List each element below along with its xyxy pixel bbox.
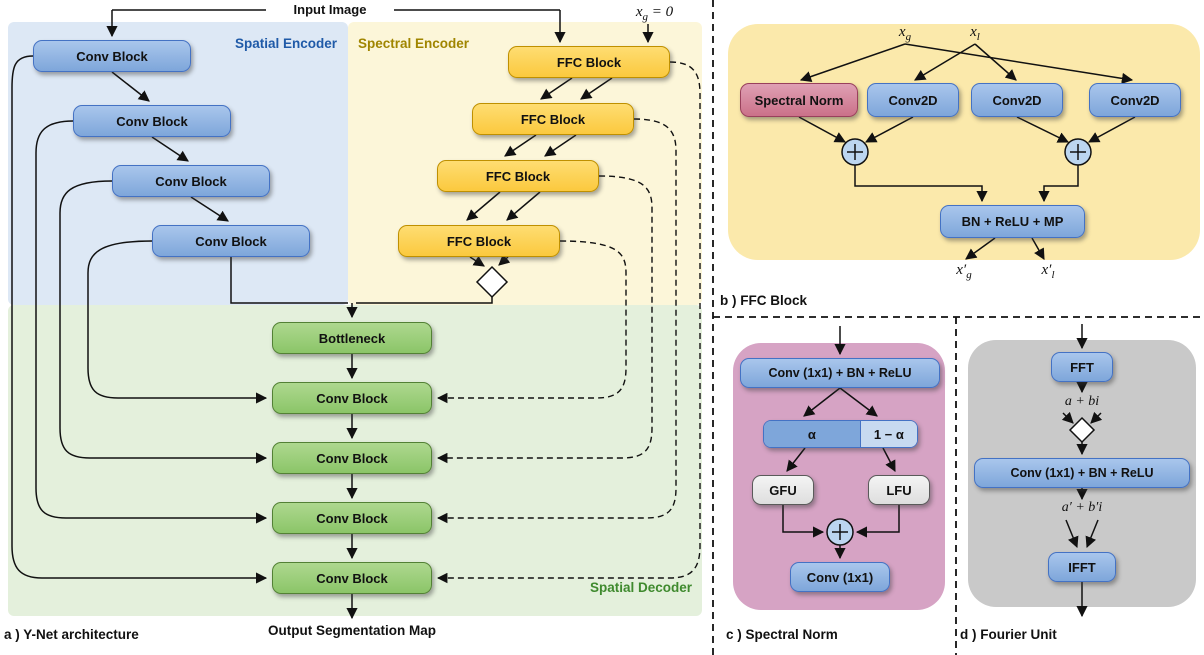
conv2d-block-1: Conv2D <box>867 83 959 117</box>
caption-spectral-norm: c ) Spectral Norm <box>726 627 838 642</box>
conv2d-block-2: Conv2D <box>971 83 1063 117</box>
decoder-conv-block-2: Conv Block <box>272 442 432 474</box>
one-minus-alpha-segment: 1 − α <box>859 421 917 447</box>
ffc-output-xg: x′g <box>942 262 986 281</box>
spatial-conv-block-3: Conv Block <box>112 165 270 197</box>
caption-fourier-unit: d ) Fourier Unit <box>960 627 1057 642</box>
spatial-conv-block-4: Conv Block <box>152 225 310 257</box>
lfu-block: LFU <box>868 475 930 505</box>
spectral-encoder-title: Spectral Encoder <box>358 36 470 51</box>
bottleneck-block: Bottleneck <box>272 322 432 354</box>
conv2d-block-3: Conv2D <box>1089 83 1181 117</box>
xg-zero-base: x <box>635 4 643 20</box>
ffc-input-xl-sub: l <box>976 31 980 43</box>
ffc-block-2: FFC Block <box>472 103 634 135</box>
xg-zero-rest: = 0 <box>648 4 674 20</box>
caption-ynet: a ) Y-Net architecture <box>4 627 139 642</box>
ffc-output-xl: x′l <box>1026 262 1070 281</box>
spectral-norm-block: Spectral Norm <box>740 83 858 117</box>
spatial-conv-block-1: Conv Block <box>33 40 191 72</box>
ffc-input-xg: xg <box>885 24 925 43</box>
fft-block: FFT <box>1051 352 1113 382</box>
ffc-output-xg-sub: g <box>966 269 972 281</box>
spatial-encoder-title: Spatial Encoder <box>234 36 337 51</box>
xg-zero-sub: g <box>642 11 649 23</box>
ffc-output-xg-base: x′ <box>956 262 967 278</box>
sn-conv1x1-block: Conv (1x1) <box>790 562 890 592</box>
gfu-block: GFU <box>752 475 814 505</box>
ffc-output-xl-sub: l <box>1051 269 1055 281</box>
complex-out-label: a′ + b′i <box>1061 500 1103 515</box>
ffc-block-4: FFC Block <box>398 225 560 257</box>
fu-conv-bn-relu-block: Conv (1x1) + BN + ReLU <box>974 458 1190 488</box>
alpha-segment: α <box>764 421 860 447</box>
ffc-input-xl-base: x <box>970 24 977 40</box>
ffc-input-xg-base: x <box>898 24 906 40</box>
spatial-decoder-title: Spatial Decoder <box>589 580 692 595</box>
spatial-conv-block-2: Conv Block <box>73 105 231 137</box>
sn-conv-bn-relu-block: Conv (1x1) + BN + ReLU <box>740 358 940 388</box>
xg-zero-label: xg = 0 <box>612 4 697 23</box>
ffc-input-xl: xl <box>955 24 995 43</box>
ffc-input-xg-sub: g <box>905 31 912 43</box>
ifft-block: IFFT <box>1048 552 1116 582</box>
decoder-conv-block-4: Conv Block <box>272 562 432 594</box>
bn-relu-mp-block: BN + ReLU + MP <box>940 205 1085 238</box>
decoder-conv-block-1: Conv Block <box>272 382 432 414</box>
caption-ffc-block: b ) FFC Block <box>720 293 807 308</box>
complex-in-label: a + bi <box>1064 394 1100 409</box>
ffc-block-1: FFC Block <box>508 46 670 78</box>
output-segmentation-label: Output Segmentation Map <box>268 623 436 638</box>
decoder-conv-block-3: Conv Block <box>272 502 432 534</box>
alpha-split-box: α 1 − α <box>763 420 918 448</box>
input-image-label: Input Image <box>293 2 367 17</box>
ffc-block-3: FFC Block <box>437 160 599 192</box>
ffc-output-xl-base: x′ <box>1041 262 1052 278</box>
